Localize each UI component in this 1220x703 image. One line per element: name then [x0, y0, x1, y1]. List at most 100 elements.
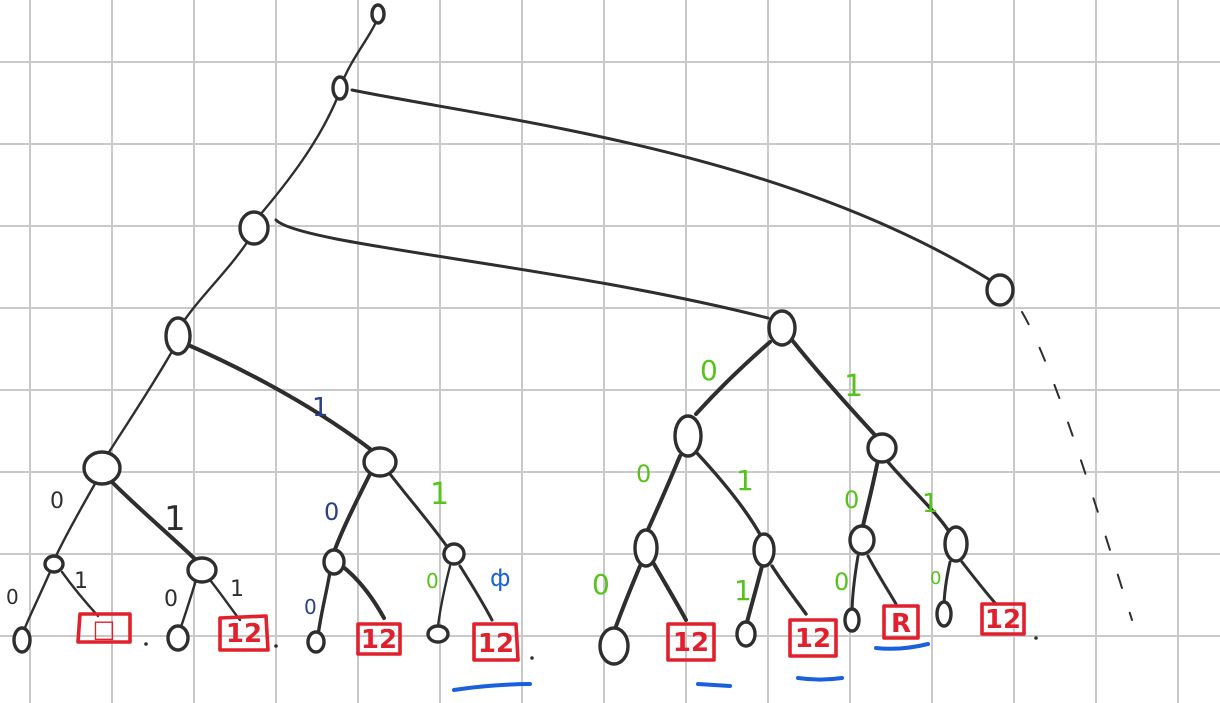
- edge-labels: 0 1 0 1 0 1 0 1 0 0 0 0 1 1 0 0 ф 0 1 0 …: [6, 354, 941, 619]
- edge-n7-left: [316, 570, 332, 638]
- leaf-label-5: 12: [673, 628, 709, 658]
- leaf-node-4: [426, 624, 450, 644]
- edge-n12-right: [652, 562, 688, 622]
- label-green-8: 1: [734, 574, 752, 607]
- edge-n3-right: [110, 480, 198, 562]
- node-n3: [82, 450, 122, 486]
- leaf-node-7: [843, 607, 861, 633]
- label-green-7: 0: [592, 568, 610, 601]
- edge-n9-right: [790, 338, 876, 436]
- label-green-6: 1: [922, 489, 939, 519]
- label-black-3: 0: [6, 585, 19, 609]
- edge-n7-right: [340, 564, 386, 620]
- leaf-box-5: 12: [666, 622, 716, 662]
- edge-n9-left: [694, 340, 772, 416]
- leaf-label-8: 12: [985, 605, 1021, 635]
- edge-n14-right: [866, 554, 898, 606]
- edge-n14-left: [850, 554, 860, 616]
- label-green-11: 0: [426, 569, 439, 593]
- node-n15: [943, 525, 969, 563]
- node-n8: [442, 542, 466, 566]
- node-n6: [186, 556, 218, 584]
- node-n13: [752, 532, 776, 568]
- label-black-6: 1: [230, 577, 244, 602]
- red-leaves: □ 12 12 12 12 12 R 12: [76, 602, 1026, 662]
- edge-n15-right: [960, 560, 998, 606]
- label-black-4: 1: [74, 569, 88, 594]
- node-spine-1: [331, 75, 349, 101]
- label-green-3: 0: [636, 460, 651, 488]
- edge-n4-left: [332, 472, 372, 554]
- node-n2: [767, 309, 797, 347]
- label-navy-2: 0: [324, 498, 339, 526]
- edge-n5-left: [22, 570, 52, 632]
- node-n11: [866, 432, 898, 464]
- label-navy-1: 1: [312, 393, 329, 423]
- leaf-label-7: R: [891, 609, 911, 639]
- leaf-box-2: 12: [218, 614, 270, 652]
- leaf-box-8: 12: [980, 602, 1026, 636]
- leaf-box-3: 12: [356, 622, 402, 656]
- leaf-label-6: 12: [795, 624, 831, 654]
- edge-n8-right: [458, 564, 494, 622]
- edge-n10-right: [694, 450, 764, 540]
- leaf-box-1: □: [76, 612, 132, 644]
- edge-n11-left: [860, 458, 880, 532]
- underline-leaf-6: [796, 676, 844, 682]
- node-n14: [848, 524, 876, 556]
- dashed-continuation: [1021, 311, 1133, 621]
- edge-long-mid: [274, 218, 770, 320]
- edge-long-top: [350, 88, 992, 282]
- leaf-node-1: [12, 626, 32, 654]
- leaf-label-2: 12: [226, 619, 262, 649]
- underline-leaf-5: [696, 682, 732, 688]
- label-black-5: 0: [164, 587, 178, 612]
- node-far-right: [985, 273, 1015, 307]
- edge-n4-right: [388, 472, 450, 550]
- edge-n10-left: [644, 454, 682, 536]
- node-root: [370, 3, 386, 25]
- label-black-1: 0: [50, 489, 64, 514]
- edge-n11-right: [886, 460, 950, 532]
- label-navy-3: 0: [304, 595, 317, 619]
- edge-spine-b: [176, 236, 252, 332]
- edge-n13-right: [770, 564, 808, 616]
- leaf-label-1: □: [93, 615, 116, 643]
- underline-leaf-4: [452, 682, 532, 692]
- label-black-2: 1: [164, 499, 186, 539]
- label-green-4: 1: [736, 464, 754, 497]
- leaf-node-2: [166, 624, 190, 652]
- edge-to-n4: [184, 342, 376, 454]
- node-spine-3: [164, 316, 192, 356]
- leaf-box-4: 12: [472, 622, 520, 662]
- node-n5: [43, 554, 65, 574]
- leaf-node-5: [598, 626, 630, 666]
- leaf-node-8: [935, 600, 953, 628]
- node-n4: [362, 446, 398, 478]
- label-green-5: 0: [844, 486, 859, 514]
- edge-spine-c: [102, 346, 176, 462]
- edge-n3-left: [54, 480, 98, 558]
- edge-n8-left: [436, 564, 452, 628]
- underline-leaf-7: [874, 642, 930, 651]
- label-green-1: 0: [700, 354, 718, 387]
- label-green-2: 1: [844, 369, 863, 404]
- edge-n12-left: [612, 564, 642, 634]
- node-n12: [633, 528, 659, 568]
- tree-nodes: [12, 3, 1015, 666]
- leaf-node-3: [306, 630, 326, 654]
- leaf-label-3: 12: [361, 625, 397, 655]
- leaf-box-6: 12: [788, 618, 838, 658]
- edge-spine-a: [252, 94, 340, 224]
- node-n9: [673, 414, 703, 458]
- leaf-box-7: R: [882, 604, 920, 640]
- trailing-dots: [144, 636, 1038, 660]
- blue-underlines: [452, 642, 930, 692]
- label-green-9: 0: [834, 568, 849, 596]
- leaf-label-4: 12: [478, 629, 514, 659]
- label-green-13: 1: [430, 477, 449, 512]
- node-spine-2: [238, 210, 270, 246]
